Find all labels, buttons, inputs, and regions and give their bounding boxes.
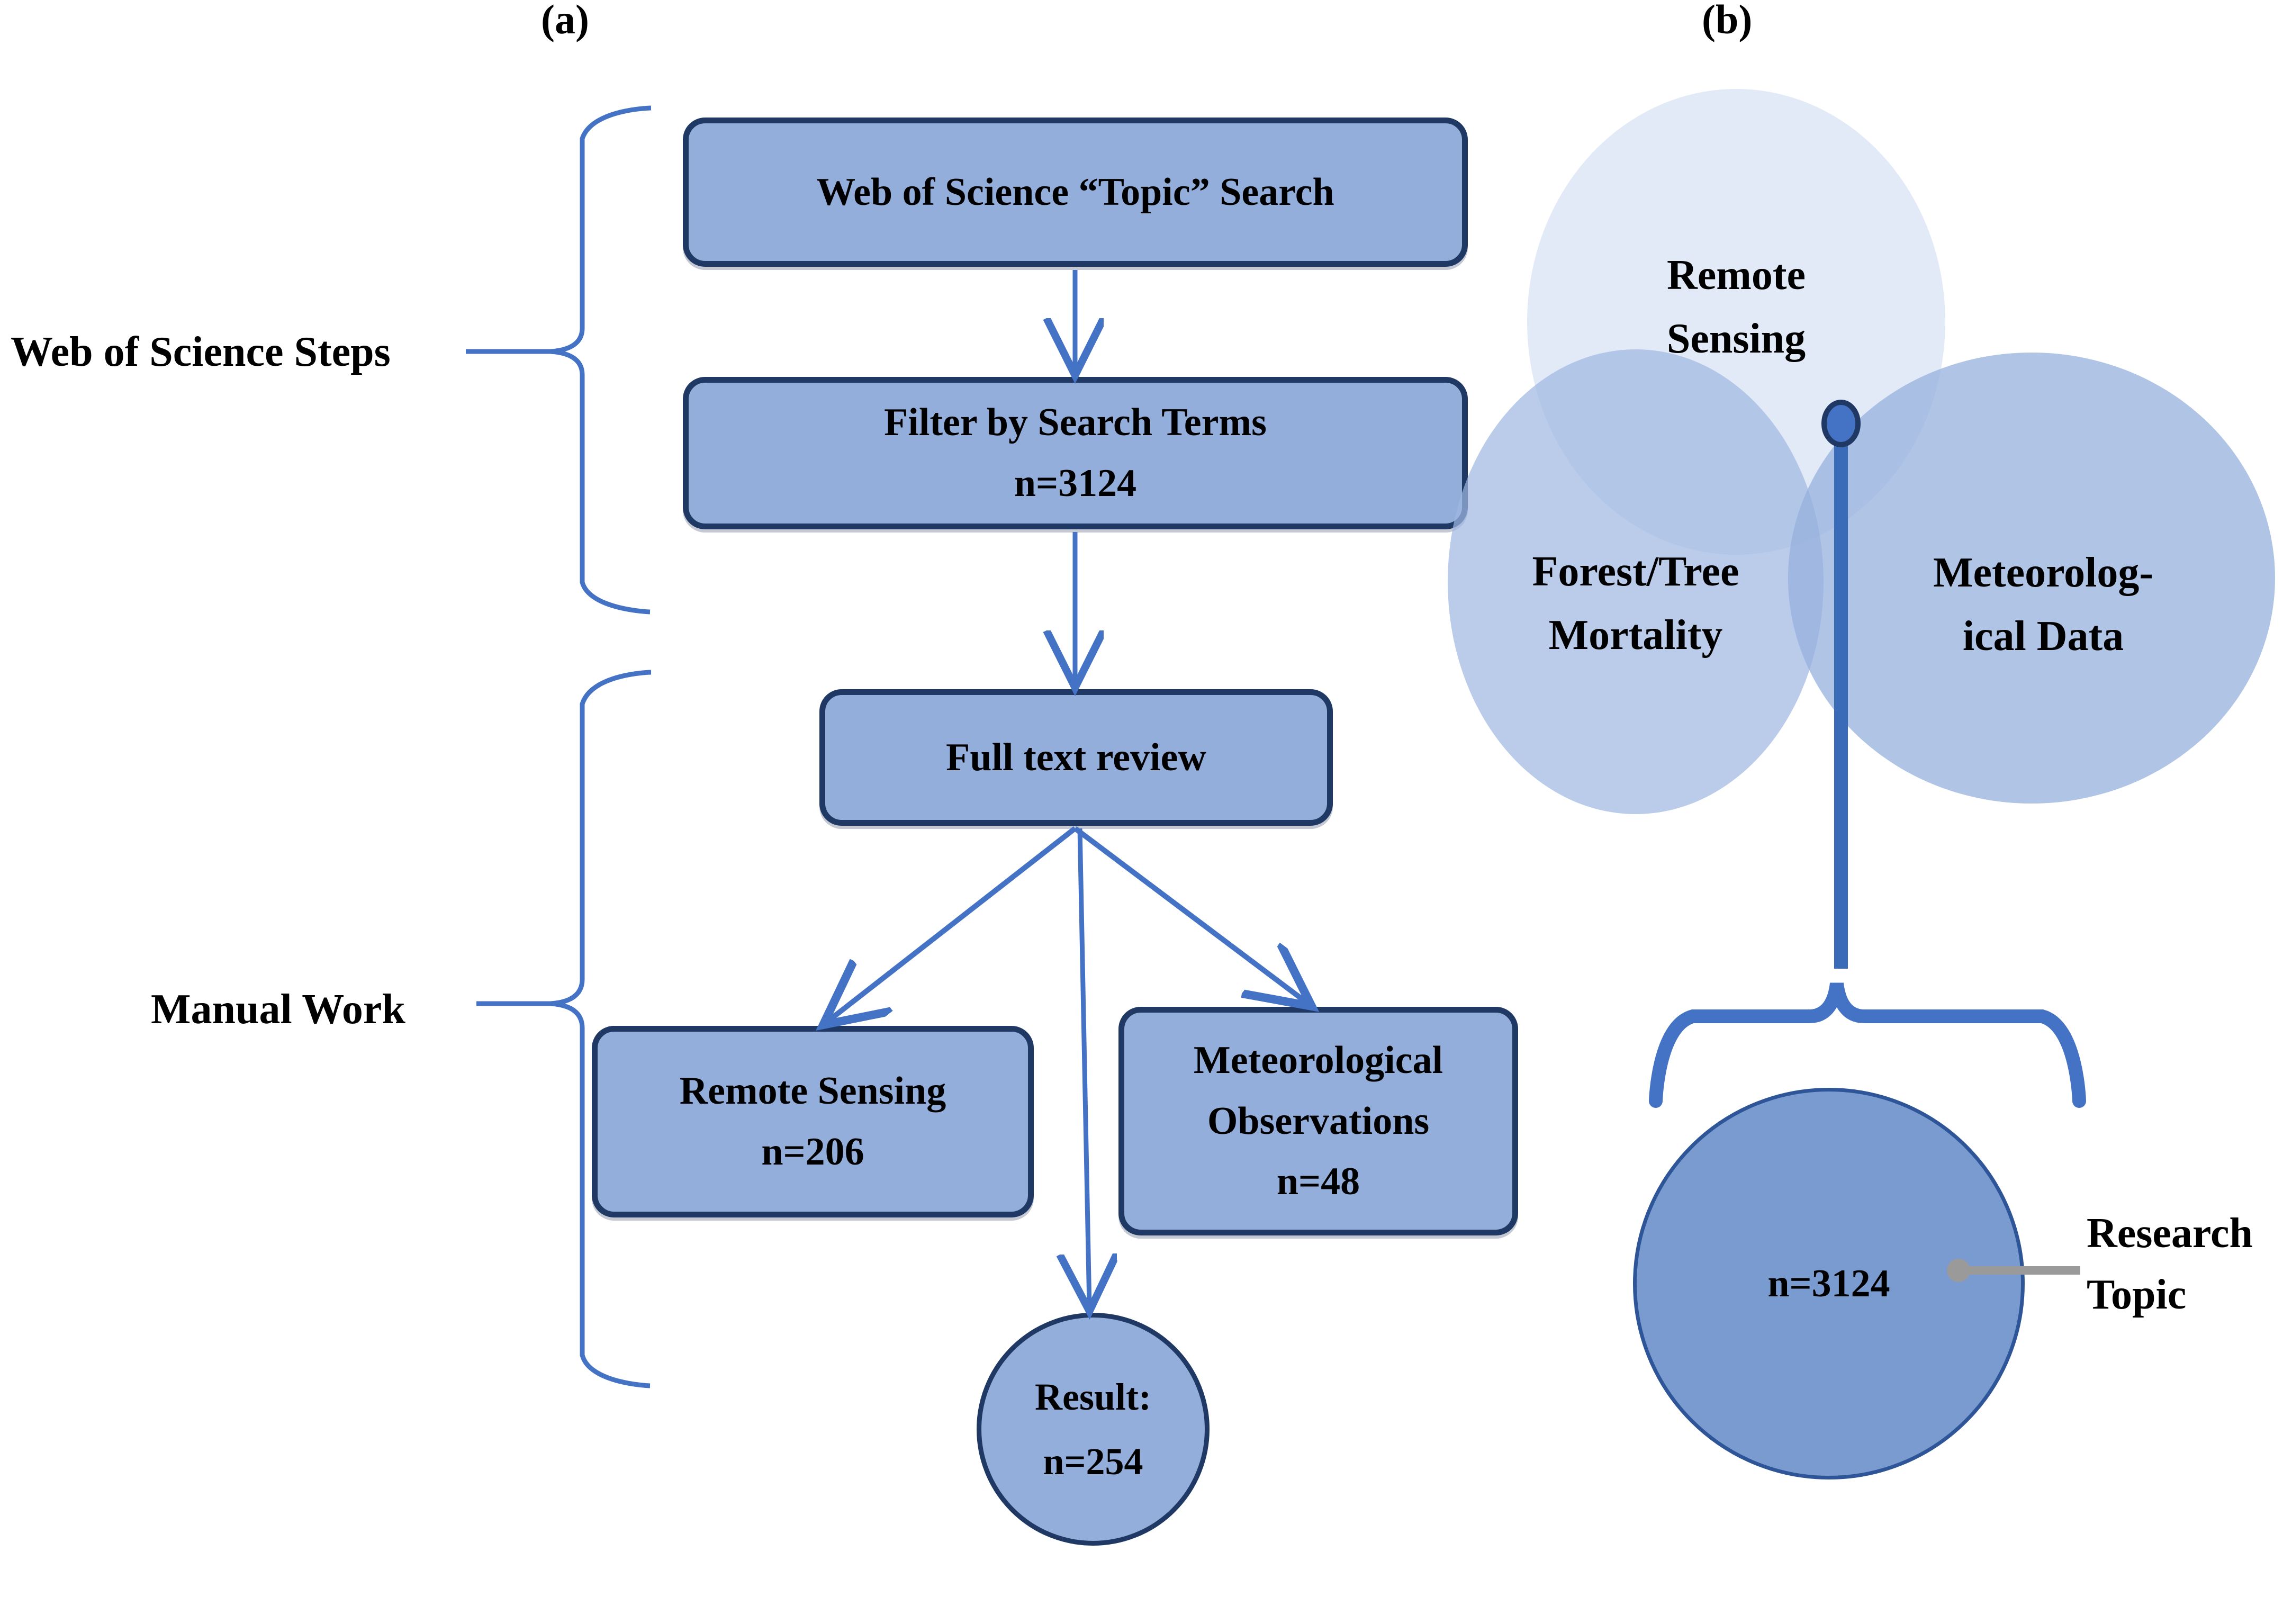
node-meteorological-observations[interactable]: Meteorological Observations n=48	[1118, 1007, 1518, 1235]
node-line: Web of Science “Topic” Search	[816, 170, 1334, 214]
node-line: Remote Sensing	[679, 1069, 946, 1113]
node-count: n=3124	[1014, 462, 1137, 505]
research-topic-count: n=3124	[1767, 1261, 1890, 1305]
arrow-fulltext-to-meteorological	[1073, 826, 1307, 1003]
panel-b-label: (b)	[1702, 0, 1753, 42]
node-full-text-review[interactable]: Full text review	[819, 689, 1333, 826]
venn-circle-meteorological-data[interactable]	[1788, 353, 2275, 804]
arrow-fulltext-to-remote-sensing	[827, 826, 1077, 1022]
node-count: n=206	[761, 1130, 864, 1174]
node-line: Full text review	[946, 735, 1206, 779]
node-remote-sensing[interactable]: Remote Sensing n=206	[592, 1026, 1034, 1217]
venn-circle-forest-tree-mortality[interactable]	[1448, 349, 1824, 814]
result-title: Result:	[1035, 1375, 1151, 1418]
research-topic-caption: Research Topic	[2087, 1210, 2253, 1318]
group-label-manual-work: Manual Work	[151, 986, 405, 1033]
panel-a-label: (a)	[541, 0, 589, 42]
arrow-fulltext-to-result	[1080, 828, 1089, 1306]
node-filter-by-search-terms[interactable]: Filter by Search Terms n=3124	[683, 377, 1468, 529]
node-line: Filter by Search Terms	[884, 401, 1267, 445]
research-topic-circle[interactable]: n=3124	[1633, 1088, 2025, 1479]
node-count: n=48	[1276, 1160, 1360, 1204]
node-line: Observations	[1207, 1099, 1430, 1143]
node-web-of-science-topic-search[interactable]: Web of Science “Topic” Search	[683, 118, 1468, 267]
bracket-research-topic	[1649, 982, 2086, 1108]
node-result-circle[interactable]: Result: n=254	[977, 1313, 1210, 1546]
result-count: n=254	[1043, 1440, 1143, 1483]
bracket-web-of-science-steps	[466, 105, 652, 615]
node-line: Meteorological	[1193, 1038, 1443, 1082]
group-label-web-of-science-steps: Web of Science Steps	[11, 329, 391, 375]
